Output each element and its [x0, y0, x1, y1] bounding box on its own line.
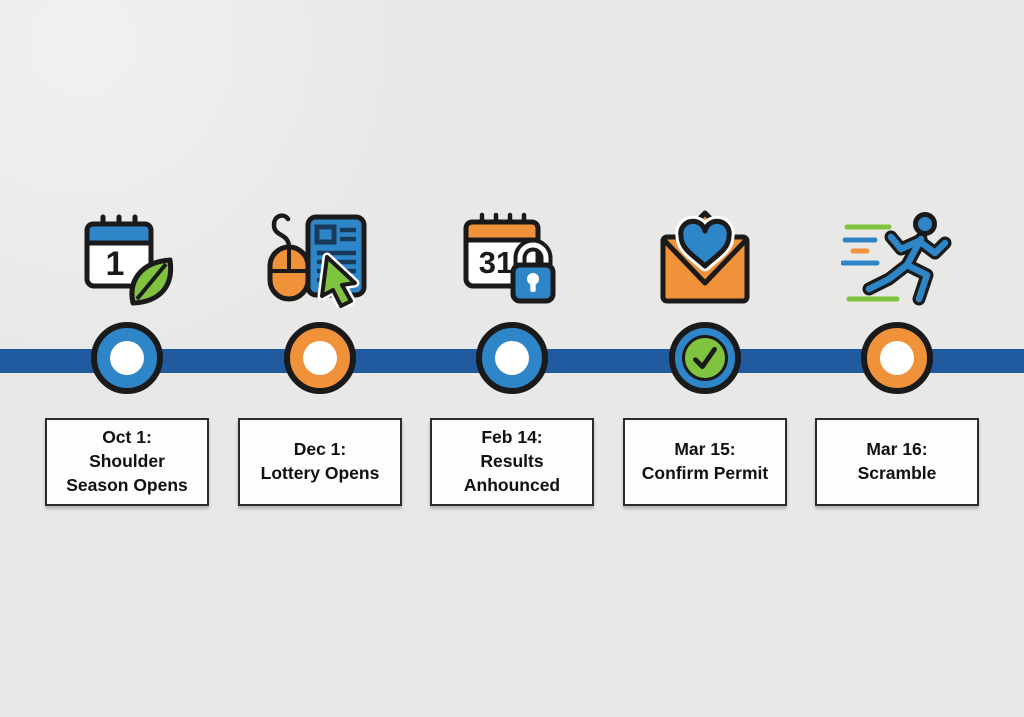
- milestone-label: Feb 14: Results Anhounced: [463, 427, 561, 495]
- check-icon: [682, 335, 728, 381]
- milestone-label: Oct 1: Shoulder Season Opens: [66, 427, 188, 495]
- milestone-label-box: Dec 1: Lottery Opens: [238, 418, 402, 506]
- milestone-confirm-permit: Mar 15: Confirm Permit: [623, 0, 787, 717]
- milestone-label-box: Oct 1: Shoulder Season Opens: [45, 418, 209, 506]
- milestone-scramble: Mar 16: Scramble: [815, 0, 979, 717]
- node-core: [880, 341, 914, 375]
- milestone-results-announced: 31 Feb 14: Results Anhounced: [430, 0, 594, 717]
- milestone-label-box: Mar 15: Confirm Permit: [623, 418, 787, 506]
- envelope-heart-icon: [649, 210, 761, 308]
- milestone-label-box: Mar 16: Scramble: [815, 418, 979, 506]
- timeline-node-checked: [669, 322, 741, 394]
- node-core: [303, 341, 337, 375]
- timeline-node: [476, 322, 548, 394]
- node-core: [495, 341, 529, 375]
- milestone-label: Mar 15: Confirm Permit: [641, 439, 769, 483]
- calendar-lock-icon: 31: [456, 210, 568, 308]
- timeline-node: [284, 322, 356, 394]
- timeline-node: [91, 322, 163, 394]
- calendar-day-number: 1: [106, 245, 125, 283]
- timeline-node: [861, 322, 933, 394]
- milestone-lottery-opens: Dec 1: Lottery Opens: [238, 0, 402, 717]
- runner-icon: [841, 210, 953, 308]
- mouse-document-icon: [264, 210, 376, 308]
- calendar-leaf-icon: 1: [71, 210, 183, 308]
- calendar-day-number: 31: [479, 245, 513, 280]
- node-core: [110, 341, 144, 375]
- milestone-label-box: Feb 14: Results Anhounced: [430, 418, 594, 506]
- milestone-label: Dec 1: Lottery Opens: [260, 439, 380, 483]
- milestone-label: Mar 16: Scramble: [857, 439, 937, 483]
- milestone-shoulder-season: 1 Oct 1: Shoulder Season Opens: [45, 0, 209, 717]
